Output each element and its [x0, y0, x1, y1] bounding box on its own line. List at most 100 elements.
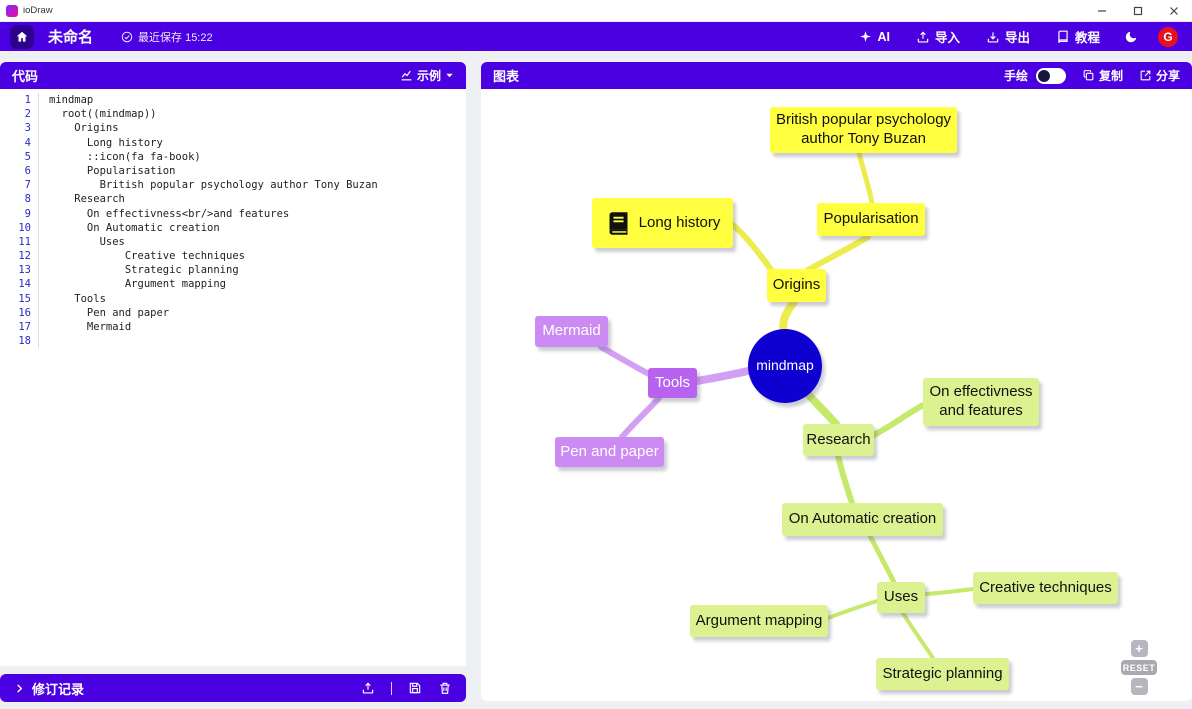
zoom-reset-button[interactable]: RESET — [1121, 660, 1157, 675]
edge-popularisation-tonybuzan — [856, 150, 875, 206]
app-favicon — [6, 4, 18, 17]
line-number: 17 — [18, 321, 31, 333]
upload-revision-button[interactable] — [361, 681, 375, 695]
app-header: 未命名 最近保存 15:22 AI 导入 导出 教程 G — [0, 22, 1192, 51]
code-line[interactable]: 18 — [0, 334, 466, 349]
window-controls — [1084, 0, 1192, 22]
examples-dropdown[interactable]: 示例 — [400, 67, 454, 84]
zoom-in-button[interactable]: + — [1130, 640, 1148, 657]
line-number: 12 — [18, 250, 31, 263]
line-number: 2 — [24, 108, 31, 121]
ai-button[interactable]: AI — [859, 30, 890, 44]
line-number: 1 — [24, 94, 31, 106]
code-line[interactable]: 3 Origins — [0, 121, 466, 136]
save-revision-button[interactable] — [408, 681, 422, 695]
share-icon — [1140, 70, 1151, 81]
edge-autocreation-uses — [867, 533, 897, 585]
code-line[interactable]: 17 Mermaid — [0, 320, 466, 335]
import-label: 导入 — [934, 31, 960, 45]
code-line[interactable]: 10 On Automatic creation — [0, 220, 466, 235]
close-button[interactable] — [1156, 0, 1192, 22]
mindmap-node-pen-and-paper: Pen and paper — [555, 437, 664, 467]
code-line[interactable]: 11 Uses — [0, 234, 466, 250]
mindmap-node-strategic-planning: Strategic planning — [876, 658, 1009, 690]
edge-tools-mermaid — [598, 344, 656, 379]
sparkle-icon — [860, 31, 872, 42]
copy-icon — [1083, 70, 1094, 81]
mindmap-root-node: mindmap — [748, 329, 822, 403]
theme-toggle-button[interactable] — [1124, 30, 1138, 44]
mindmap-node-effectivness: On effectivness and features — [923, 378, 1039, 426]
line-number: 7 — [24, 179, 31, 192]
mindmap-edges — [598, 150, 975, 660]
ai-label: AI — [877, 29, 890, 44]
export-button[interactable]: 导出 — [986, 27, 1030, 46]
line-number: 8 — [24, 193, 31, 206]
edge-uses-strategic — [901, 611, 935, 660]
maximize-icon — [1133, 6, 1143, 15]
chart-icon — [401, 70, 412, 81]
edge-origins-popularisation — [805, 234, 871, 273]
edge-root-research — [804, 390, 840, 428]
import-icon — [917, 31, 929, 43]
code-line[interactable]: 2 root((mindmap)) — [0, 107, 466, 122]
line-number: 13 — [18, 264, 31, 277]
code-line[interactable]: 16 Pen and paper — [0, 305, 466, 320]
code-line[interactable]: 12 Creative techniques — [0, 249, 466, 264]
chevron-down-icon — [446, 73, 453, 78]
mindmap-node-creative-techniques: Creative techniques — [973, 572, 1118, 604]
revision-history-bar[interactable]: 修订记录 — [0, 674, 466, 702]
line-number: 14 — [18, 278, 31, 291]
import-button[interactable]: 导入 — [916, 27, 960, 46]
code-line[interactable]: 4 Long history — [0, 135, 466, 150]
code-line[interactable]: 14 Argument mapping — [0, 277, 466, 292]
revision-bar-title: 修订记录 — [32, 681, 85, 697]
share-label: 分享 — [1155, 69, 1180, 83]
edge-root-origins — [779, 298, 798, 335]
home-button[interactable] — [10, 24, 34, 49]
line-number: 15 — [18, 292, 31, 305]
line-number: 16 — [18, 306, 31, 319]
node-label: Long history — [638, 213, 721, 231]
moon-icon — [1125, 31, 1137, 42]
code-panel-title: 代码 — [12, 69, 39, 84]
delete-revision-button[interactable] — [438, 681, 452, 695]
zoom-out-button[interactable]: − — [1130, 678, 1148, 695]
document-title[interactable]: 未命名 — [48, 29, 94, 46]
code-line[interactable]: 7 British popular psychology author Tony… — [0, 178, 466, 193]
copy-label: 复制 — [1098, 69, 1123, 83]
edge-root-tools — [693, 367, 752, 385]
hand-drawn-toggle[interactable] — [1035, 67, 1066, 84]
upload-icon — [362, 682, 374, 694]
export-label: 导出 — [1004, 31, 1030, 45]
copy-button[interactable]: 复制 — [1082, 67, 1123, 84]
share-button[interactable]: 分享 — [1139, 67, 1180, 84]
tutorial-label: 教程 — [1074, 31, 1100, 45]
examples-label: 示例 — [416, 69, 441, 83]
line-number: 9 — [24, 207, 31, 220]
mindmap-node-popularisation: Popularisation — [817, 203, 925, 236]
divider — [391, 681, 392, 695]
code-line[interactable]: 8 Research — [0, 192, 466, 207]
tutorial-button[interactable]: 教程 — [1056, 27, 1100, 46]
export-icon — [987, 31, 999, 43]
code-line[interactable]: 9 On effectivness<br/>and features — [0, 206, 466, 221]
user-avatar[interactable]: G — [1158, 26, 1178, 47]
revision-actions — [361, 681, 452, 695]
edge-research-effectivness — [871, 402, 926, 438]
save-status-text: 最近保存 15:22 — [138, 31, 213, 44]
maximize-button[interactable] — [1120, 0, 1156, 22]
chart-panel-title: 图表 — [493, 69, 520, 84]
edge-uses-argument — [826, 599, 879, 620]
edge-tools-penpaper — [619, 395, 662, 440]
home-icon — [16, 31, 28, 42]
minimize-button[interactable] — [1084, 0, 1120, 22]
save-status: 最近保存 15:22 — [121, 29, 213, 45]
code-line[interactable]: 6 Popularisation — [0, 163, 466, 179]
code-line[interactable]: 15 Tools — [0, 291, 466, 306]
diagram-canvas[interactable]: British popular psychology author Tony B… — [481, 89, 1192, 701]
code-line[interactable]: 13 Strategic planning — [0, 263, 466, 278]
code-line[interactable]: 5 ::icon(fa fa-book) — [0, 149, 466, 164]
